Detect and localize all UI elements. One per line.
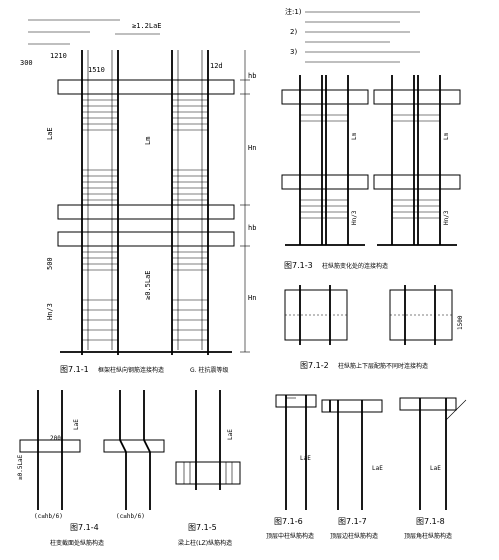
- figure-4-caption: 柱变截面处纵筋构造: [50, 539, 104, 547]
- f3-lm-2: Lm: [443, 132, 450, 140]
- figure-1-note: G. 柱抗震等级: [190, 366, 228, 374]
- f2-1500: 1500: [457, 315, 464, 330]
- f5-le: LaE: [227, 429, 234, 440]
- figure-7-1-8: LaE 图7.1-8 顶层角柱纵筋构造: [399, 397, 467, 540]
- note-1: 注:1): [285, 7, 302, 16]
- label-hn3: Hn/3: [46, 303, 54, 320]
- figure-2-caption: 柱纵筋上下层配筋不同时连接构造: [338, 362, 428, 370]
- label-500: 500: [46, 257, 54, 270]
- dim-1510: 1510: [88, 66, 105, 74]
- f4-dim-right: (c≥hb/6): [116, 513, 145, 520]
- label-r05: ≥0.5LaE: [144, 270, 152, 300]
- figure-5-caption: 梁上柱(LZ)纵筋构造: [178, 539, 232, 547]
- notes-block: 注:1) 2) 3): [285, 7, 420, 63]
- figure-5-title: 图7.1-5: [188, 523, 217, 532]
- figure-7-1-5: LaE 图7.1-5 梁上柱(LZ)纵筋构造: [175, 390, 241, 547]
- figure-6-caption: 顶层中柱纵筋构造: [266, 532, 314, 540]
- label-hn-1: Hn: [248, 144, 256, 152]
- figure-7-1-4: ≥0.5LaE LaE 200 (c≤hb/6) (c≥hb/6) 图7.1-4…: [17, 390, 165, 547]
- f6-le: LaE: [300, 455, 311, 462]
- figure-8-caption: 顶层角柱纵筋构造: [404, 532, 452, 540]
- label-hb-2: hb: [248, 224, 256, 232]
- label-hb-1: hb: [248, 72, 256, 80]
- f4-200: 200: [50, 435, 61, 442]
- f3-lm-1: Lm: [351, 132, 358, 140]
- f3-hn3-1: Hn/3: [351, 210, 358, 225]
- figure-6-title: 图7.1-6: [274, 517, 303, 526]
- figure-3-title: 图7.1-3: [284, 261, 313, 270]
- figure-1-title: 图7.1-1: [60, 365, 89, 374]
- dim-300: 300: [20, 59, 33, 67]
- figure-7-title: 图7.1-7: [338, 517, 367, 526]
- label-12d: 12d: [210, 62, 223, 70]
- f4-dim-left: (c≤hb/6): [34, 513, 63, 520]
- figure-7-1-6: LaE 图7.1-6 顶层中柱纵筋构造: [266, 394, 317, 540]
- figure-7-1-7: LaE 图7.1-7 顶层边柱纵筋构造: [321, 399, 383, 540]
- figure-2-title: 图7.1-2: [300, 361, 329, 370]
- f4-r05: ≥0.5LaE: [17, 454, 24, 480]
- f4-le: LaE: [73, 419, 80, 430]
- figure-7-caption: 顶层边柱纵筋构造: [330, 532, 378, 540]
- f3-hn3-2: Hn/3: [443, 210, 450, 225]
- figure-7-1-1: 300 1210 ≥1.2LaE 1510: [20, 19, 256, 374]
- figure-1-caption: 框架柱纵向钢筋连接构造: [98, 366, 164, 374]
- note-3: 3): [290, 48, 297, 56]
- ratio-12: ≥1.2LaE: [132, 22, 162, 30]
- figure-8-title: 图7.1-8: [416, 517, 445, 526]
- figure-7-1-2: 1500 图7.1-2 柱纵筋上下层配筋不同时连接构造: [284, 285, 464, 370]
- figure-4-title: 图7.1-4: [70, 523, 99, 532]
- f8-le: LaE: [430, 465, 441, 472]
- figure-3-caption: 柱纵筋变化处的连接构造: [322, 262, 388, 270]
- label-le-1: LaE: [46, 127, 54, 140]
- label-lm-1: Lm: [144, 137, 152, 145]
- note-2: 2): [290, 28, 297, 36]
- dim-1210: 1210: [50, 52, 67, 60]
- label-hn-2: Hn: [248, 294, 256, 302]
- figure-7-1-3: Lm Lm Hn/3 Hn/3 图7.1-3 柱纵筋变化处的连接构造: [281, 75, 461, 270]
- f7-le: LaE: [372, 465, 383, 472]
